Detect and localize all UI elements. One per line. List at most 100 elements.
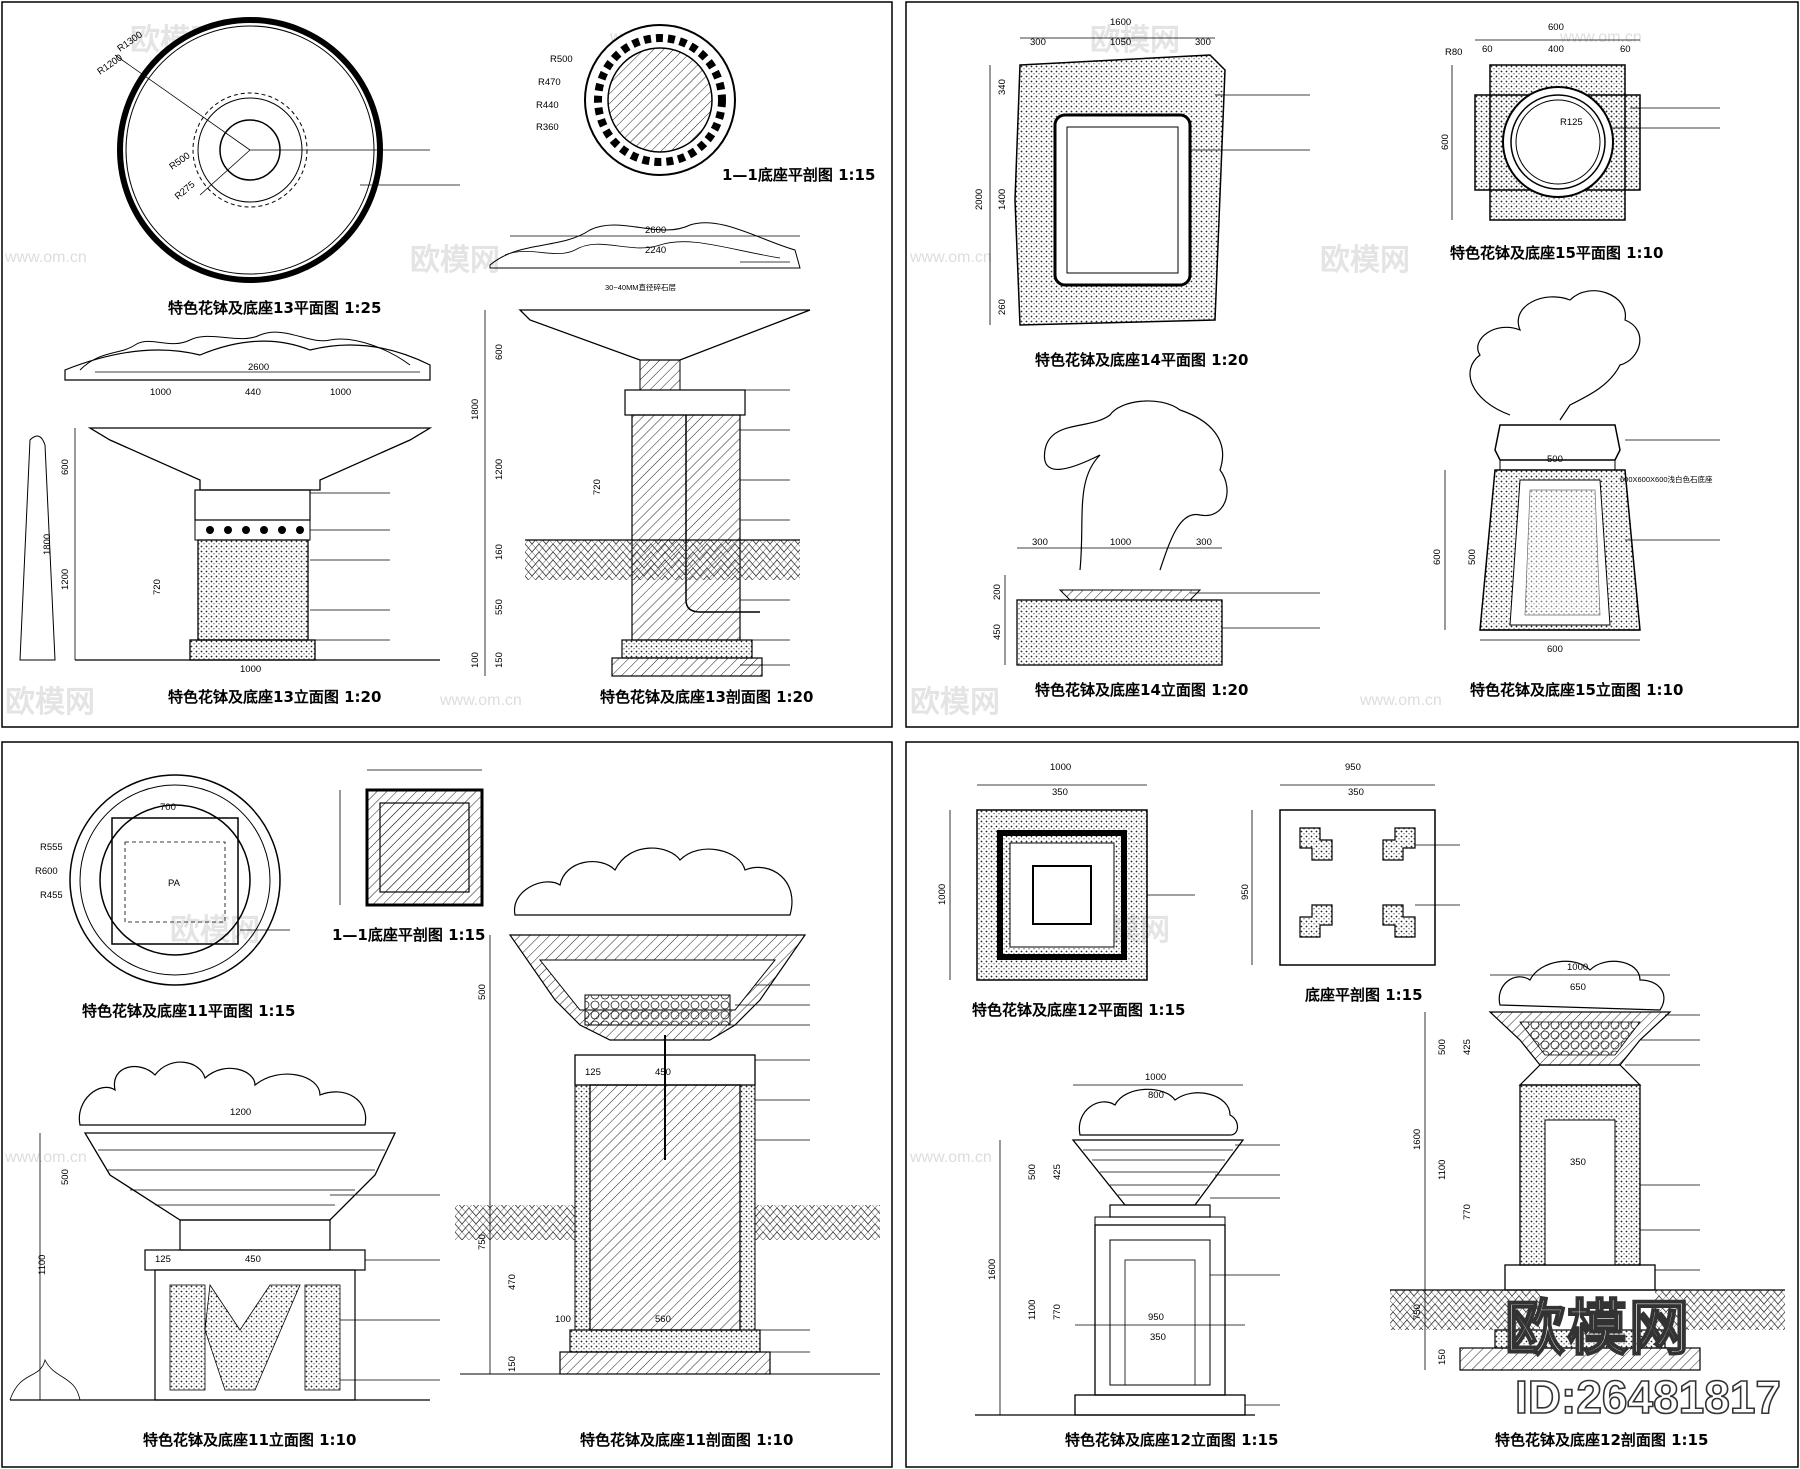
dim-label: 1200 [230,1107,251,1118]
badge-id: ID:26481817 [1514,1370,1782,1424]
drawing-title: 特色花钵及底座12平面图 1:15 [972,1001,1185,1019]
watermark-url: www.om.cn [4,249,87,266]
dim-label: 950 [1148,1312,1164,1323]
watermark-url: www.om.cn [909,249,992,266]
dim-label: 700 [160,802,176,813]
section-11: 450 125 560 100 500 750 470 150 特色花钵及底座1… [455,847,880,1449]
drawing-title: 底座平剖图 1:15 [1305,986,1423,1004]
drawing-title: 特色花钵及底座15平面图 1:10 [1450,244,1663,262]
section-13: 2600 2240 30~40MM直径碎石层 600 1200 1800 720… [470,222,813,706]
radius-label: R555 [40,842,63,853]
panel-11: 700 R555 R600 R455 PA 特色花钵及底座11平面图 1:15 … [9,769,880,1449]
drawing-title: 1—1底座平剖图 1:15 [722,166,875,184]
watermark-url: www.om.cn [4,1149,87,1166]
drawing-title: 特色花钵及底座12立面图 1:15 [1065,1431,1278,1449]
drawing-title: 特色花钵及底座11剖面图 1:10 [580,1431,793,1449]
drawing-title: 特色花钵及底座13剖面图 1:20 [600,688,813,706]
dim-label: 500 [1027,1164,1038,1180]
dim-label: 1600 [1110,17,1131,28]
radius-label: R360 [536,122,559,133]
dim-label: 1800 [470,399,481,420]
dim-label: 1100 [1437,1160,1448,1180]
plan-11: 700 R555 R600 R455 PA 特色花钵及底座11平面图 1:15 [35,774,295,1020]
radius-label: R1200 [95,52,124,77]
elevation-15: 500 600 500 600 600X600X600浅白色石底座 特色花钵及底… [1432,290,1720,699]
elevation-14: 300 1000 300 200 450 特色花钵及底座14立面图 1:20 [992,400,1320,699]
watermark-brand: 欧模网 [5,685,95,720]
dim-label: 1000 [1145,1072,1166,1083]
dim-label: 1100 [37,1255,48,1275]
dim-label: 720 [152,579,163,595]
plan-14: 1600 300 1050 300 340 1400 260 2000 特色花钵… [974,17,1310,369]
drawing-title: 1—1底座平剖图 1:15 [332,926,485,944]
plan-15: 600 60 400 60 R80 R125 600 特色花钵及底座15平面图 … [1440,22,1720,262]
dim-label: 470 [507,1274,518,1290]
dim-label: 150 [494,652,505,668]
dim-label: 300 [1032,537,1048,548]
drawing-title: 特色花钵及底座14平面图 1:20 [1035,351,1248,369]
elevation-12: 1000 800 500 425 1600 1100 770 950 350 特… [975,1072,1280,1449]
dim-label: 2000 [974,189,985,210]
watermark-url: www.om.cn [909,1149,992,1166]
dim-label: 500 [1437,1039,1448,1055]
dim-label: 500 [60,1169,71,1185]
dim-label: 600 [1432,549,1443,565]
drawing-title: 特色花钵及底座11平面图 1:15 [82,1002,295,1020]
dim-label: 1100 [1027,1300,1038,1320]
radius-label: R455 [40,890,63,901]
dim-label: 1200 [494,459,505,480]
dim-label: 2600 [248,362,269,373]
dim-label: 800 [1148,1090,1164,1101]
dim-label: 650 [1570,982,1586,993]
radius-label: R440 [536,100,559,111]
section-plan-13: R500 R470 R440 R360 1—1底座平剖图 1:15 [536,24,875,184]
drawing-title: 特色花钵及底座12剖面图 1:15 [1495,1431,1708,1449]
dim-label: 150 [507,1356,518,1372]
label: PA [168,878,181,889]
dim-label: 1800 [42,534,53,555]
dim-label: R125 [1560,117,1583,128]
dim-label: 500 [1547,454,1563,465]
dim-label: 600 [1440,134,1451,150]
elevation-11: 1200 500 1100 450 125 特色花钵及底座11立面图 1:10 [9,1061,440,1449]
dim-label: 500 [477,984,488,1000]
dim-label: 440 [245,387,261,398]
dim-label: 1200 [60,569,71,590]
dim-label: 1600 [1412,1129,1423,1150]
dim-label: 550 [494,599,505,615]
dim-label: 950 [1345,762,1361,773]
dim-label: 350 [1150,1332,1166,1343]
dim-label: 600 [494,344,505,360]
dim-label: 770 [1052,1304,1063,1320]
dim-label: R80 [1445,47,1462,58]
dim-label: 600 [1548,22,1564,33]
radius-label: R500 [550,54,573,65]
dim-label: 200 [992,584,1003,600]
dim-label: 60 [1482,44,1493,55]
dim-label: 500 [1467,549,1478,565]
base-plan-12: 950 350 950 底座平剖图 1:15 [1240,762,1460,1004]
dim-label: 300 [1030,37,1046,48]
dim-label: 1000 [937,884,948,905]
dim-label: 100 [470,652,481,668]
watermark-brand: 欧模网 [1090,23,1180,58]
dim-label: 950 [1240,884,1251,900]
dim-label: 1000 [240,664,261,675]
dim-label: 750 [477,1234,488,1250]
dim-label: 300 [1195,37,1211,48]
dim-label: 300 [1196,537,1212,548]
plan-12: 1000 350 1000 特色花钵及底座12平面图 1:15 [937,762,1195,1019]
dim-label: 125 [585,1067,601,1078]
dim-label: 450 [992,624,1003,640]
dim-label: 350 [1570,1157,1586,1168]
dim-label: 720 [592,479,603,495]
drawing-title: 特色花钵及底座13平面图 1:25 [168,299,381,317]
watermark-url: www.om.cn [1359,692,1442,709]
panel-14-15: 1600 300 1050 300 340 1400 260 2000 特色花钵… [974,17,1720,699]
dim-label: 340 [997,79,1008,95]
drawing-title: 特色花钵及底座15立面图 1:10 [1470,681,1683,699]
section-plan-11: 1—1底座平剖图 1:15 [332,769,485,944]
watermark-brand: 欧模网 [410,243,500,278]
